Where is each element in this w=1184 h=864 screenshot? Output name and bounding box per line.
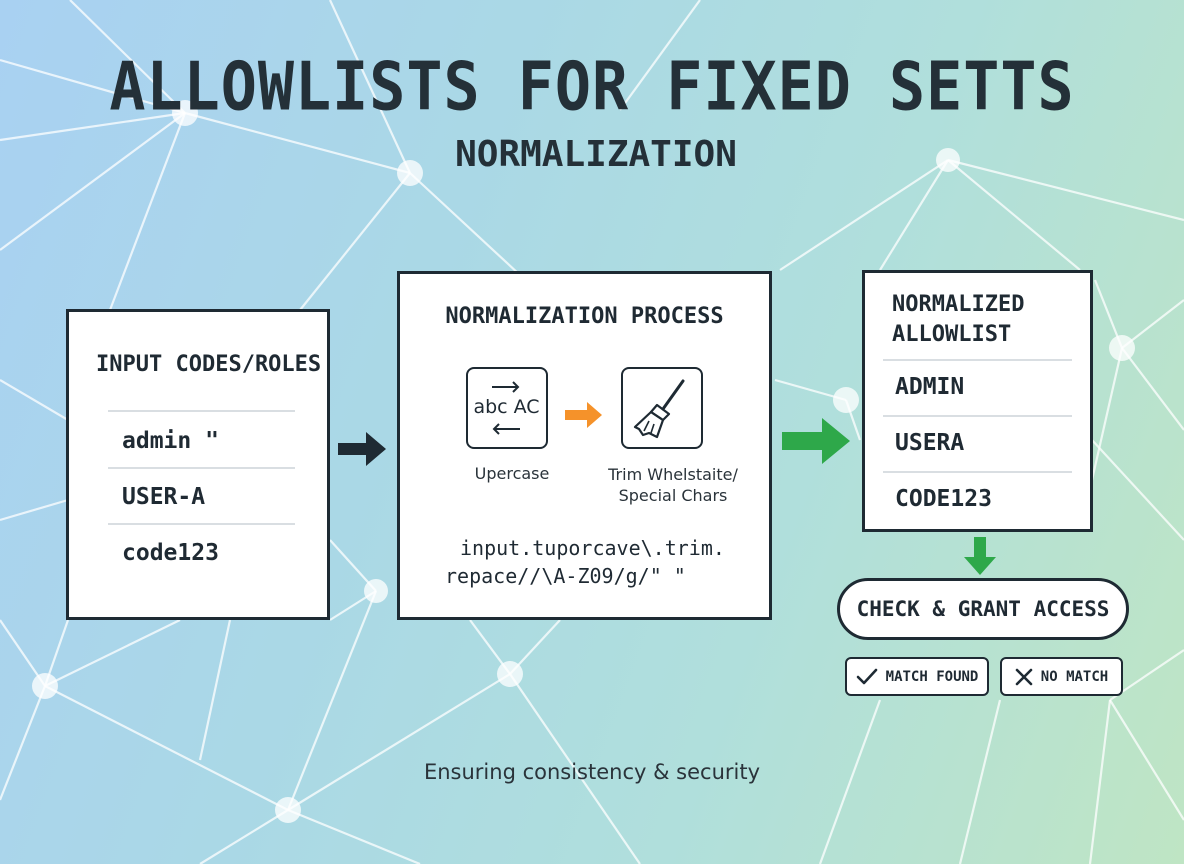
- uppercase-icon-text: abc AC: [473, 396, 540, 418]
- code-snippet-line: input.tuporcave\.trim.: [460, 536, 725, 560]
- arrow-right-icon: [338, 432, 386, 466]
- arrow-right-icon: [565, 402, 602, 428]
- normalized-allowlist-panel: NORMALIZED ALLOWLIST ADMIN USERA CODE123: [862, 270, 1093, 532]
- input-item: USER-A: [122, 484, 206, 510]
- match-found-label: MATCH FOUND: [885, 668, 979, 685]
- no-match-badge: NO MATCH: [1000, 657, 1123, 696]
- uppercase-icon: abc AC: [466, 367, 548, 449]
- allowlist-item: CODE123: [895, 486, 992, 512]
- trim-caption-line: Special Chars: [618, 486, 728, 505]
- arrow-down-icon: [964, 537, 996, 575]
- arrow-right-icon: [782, 418, 850, 464]
- input-panel-heading: INPUT CODES/ROLES: [96, 352, 322, 377]
- allowlist-item: USERA: [895, 430, 965, 456]
- divider: [108, 523, 295, 525]
- divider: [883, 471, 1072, 473]
- divider: [883, 359, 1072, 361]
- footer-tagline: Ensuring consistency & security: [423, 760, 761, 784]
- broom-icon: [621, 367, 703, 449]
- input-item: code123: [122, 540, 219, 566]
- check-icon: [856, 668, 877, 684]
- allowlist-heading-line: NORMALIZED: [892, 292, 1025, 317]
- divider: [108, 467, 295, 469]
- input-item: admin ": [122, 428, 219, 454]
- allowlist-panel-heading: NORMALIZED ALLOWLIST: [892, 290, 1024, 350]
- input-codes-panel: INPUT CODES/ROLES admin " USER-A code123: [66, 309, 330, 620]
- trim-caption: Trim Whelstaite/ Special Chars: [588, 464, 758, 506]
- code-snippet-line: repace//\A-Z09/g/" ": [445, 564, 686, 588]
- uppercase-caption: Upercase: [474, 464, 550, 483]
- trim-caption-line: Trim Whelstaite/: [608, 465, 738, 484]
- page-title: ALLOWLISTS FOR FIXED SETTS: [109, 47, 1075, 127]
- allowlist-heading-line: ALLOWLIST: [892, 322, 1012, 347]
- close-icon: [1015, 668, 1033, 685]
- match-found-badge: MATCH FOUND: [845, 657, 989, 696]
- divider: [883, 415, 1072, 417]
- divider: [108, 410, 295, 412]
- process-panel-heading: NORMALIZATION PROCESS: [445, 304, 724, 329]
- allowlist-item: ADMIN: [895, 374, 965, 400]
- no-match-label: NO MATCH: [1040, 668, 1109, 685]
- normalization-process-panel: NORMALIZATION PROCESS abc AC Upercase Tr…: [397, 271, 772, 620]
- page-subtitle: NORMALIZATION: [455, 134, 737, 175]
- check-grant-access-button[interactable]: CHECK & GRANT ACCESS: [837, 578, 1129, 640]
